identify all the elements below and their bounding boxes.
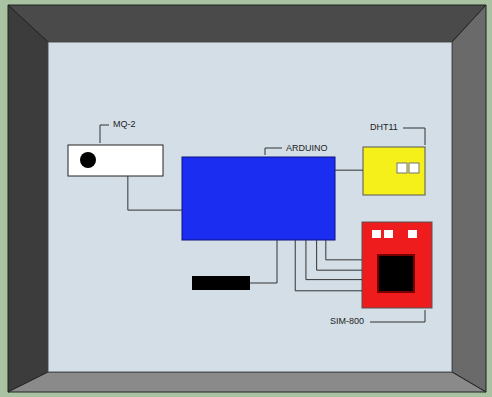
part-label: ARDUINO xyxy=(285,143,329,154)
wire xyxy=(317,240,362,270)
part-label: DHT11 xyxy=(369,122,399,133)
sim-chip xyxy=(378,255,414,292)
gas-sensor xyxy=(68,145,163,176)
wire xyxy=(250,240,277,283)
wire xyxy=(128,176,182,210)
part-label: SIM-800 xyxy=(329,316,365,327)
buzzer-bar xyxy=(192,276,250,290)
gas-sensor-box: MQ-2 xyxy=(68,145,163,176)
leader-line xyxy=(370,310,425,322)
humidity-sensor xyxy=(363,147,425,195)
sensor-window xyxy=(397,163,407,173)
sim-box: SIM-800 xyxy=(362,222,432,308)
back-wall xyxy=(8,5,486,42)
module-pad xyxy=(372,230,381,238)
front-wall xyxy=(8,372,486,392)
arduino-board xyxy=(182,157,335,240)
left-wall xyxy=(8,5,48,392)
wire xyxy=(326,240,362,260)
wire xyxy=(335,170,363,171)
leader-line xyxy=(403,128,425,145)
gsm-module xyxy=(362,222,432,308)
module-pad xyxy=(384,230,393,238)
sensor-dome xyxy=(80,152,96,168)
dht-box: DHT11 xyxy=(363,147,425,195)
leader-line xyxy=(265,148,282,155)
sensor-window xyxy=(409,163,419,173)
part-label: MQ-2 xyxy=(112,119,137,130)
wire xyxy=(295,240,362,291)
floor xyxy=(48,42,452,372)
wire xyxy=(306,240,362,280)
right-wall xyxy=(452,5,486,392)
arduino-box: ARDUINO xyxy=(182,157,335,240)
leader-line xyxy=(100,125,109,143)
module-pad xyxy=(408,230,417,238)
